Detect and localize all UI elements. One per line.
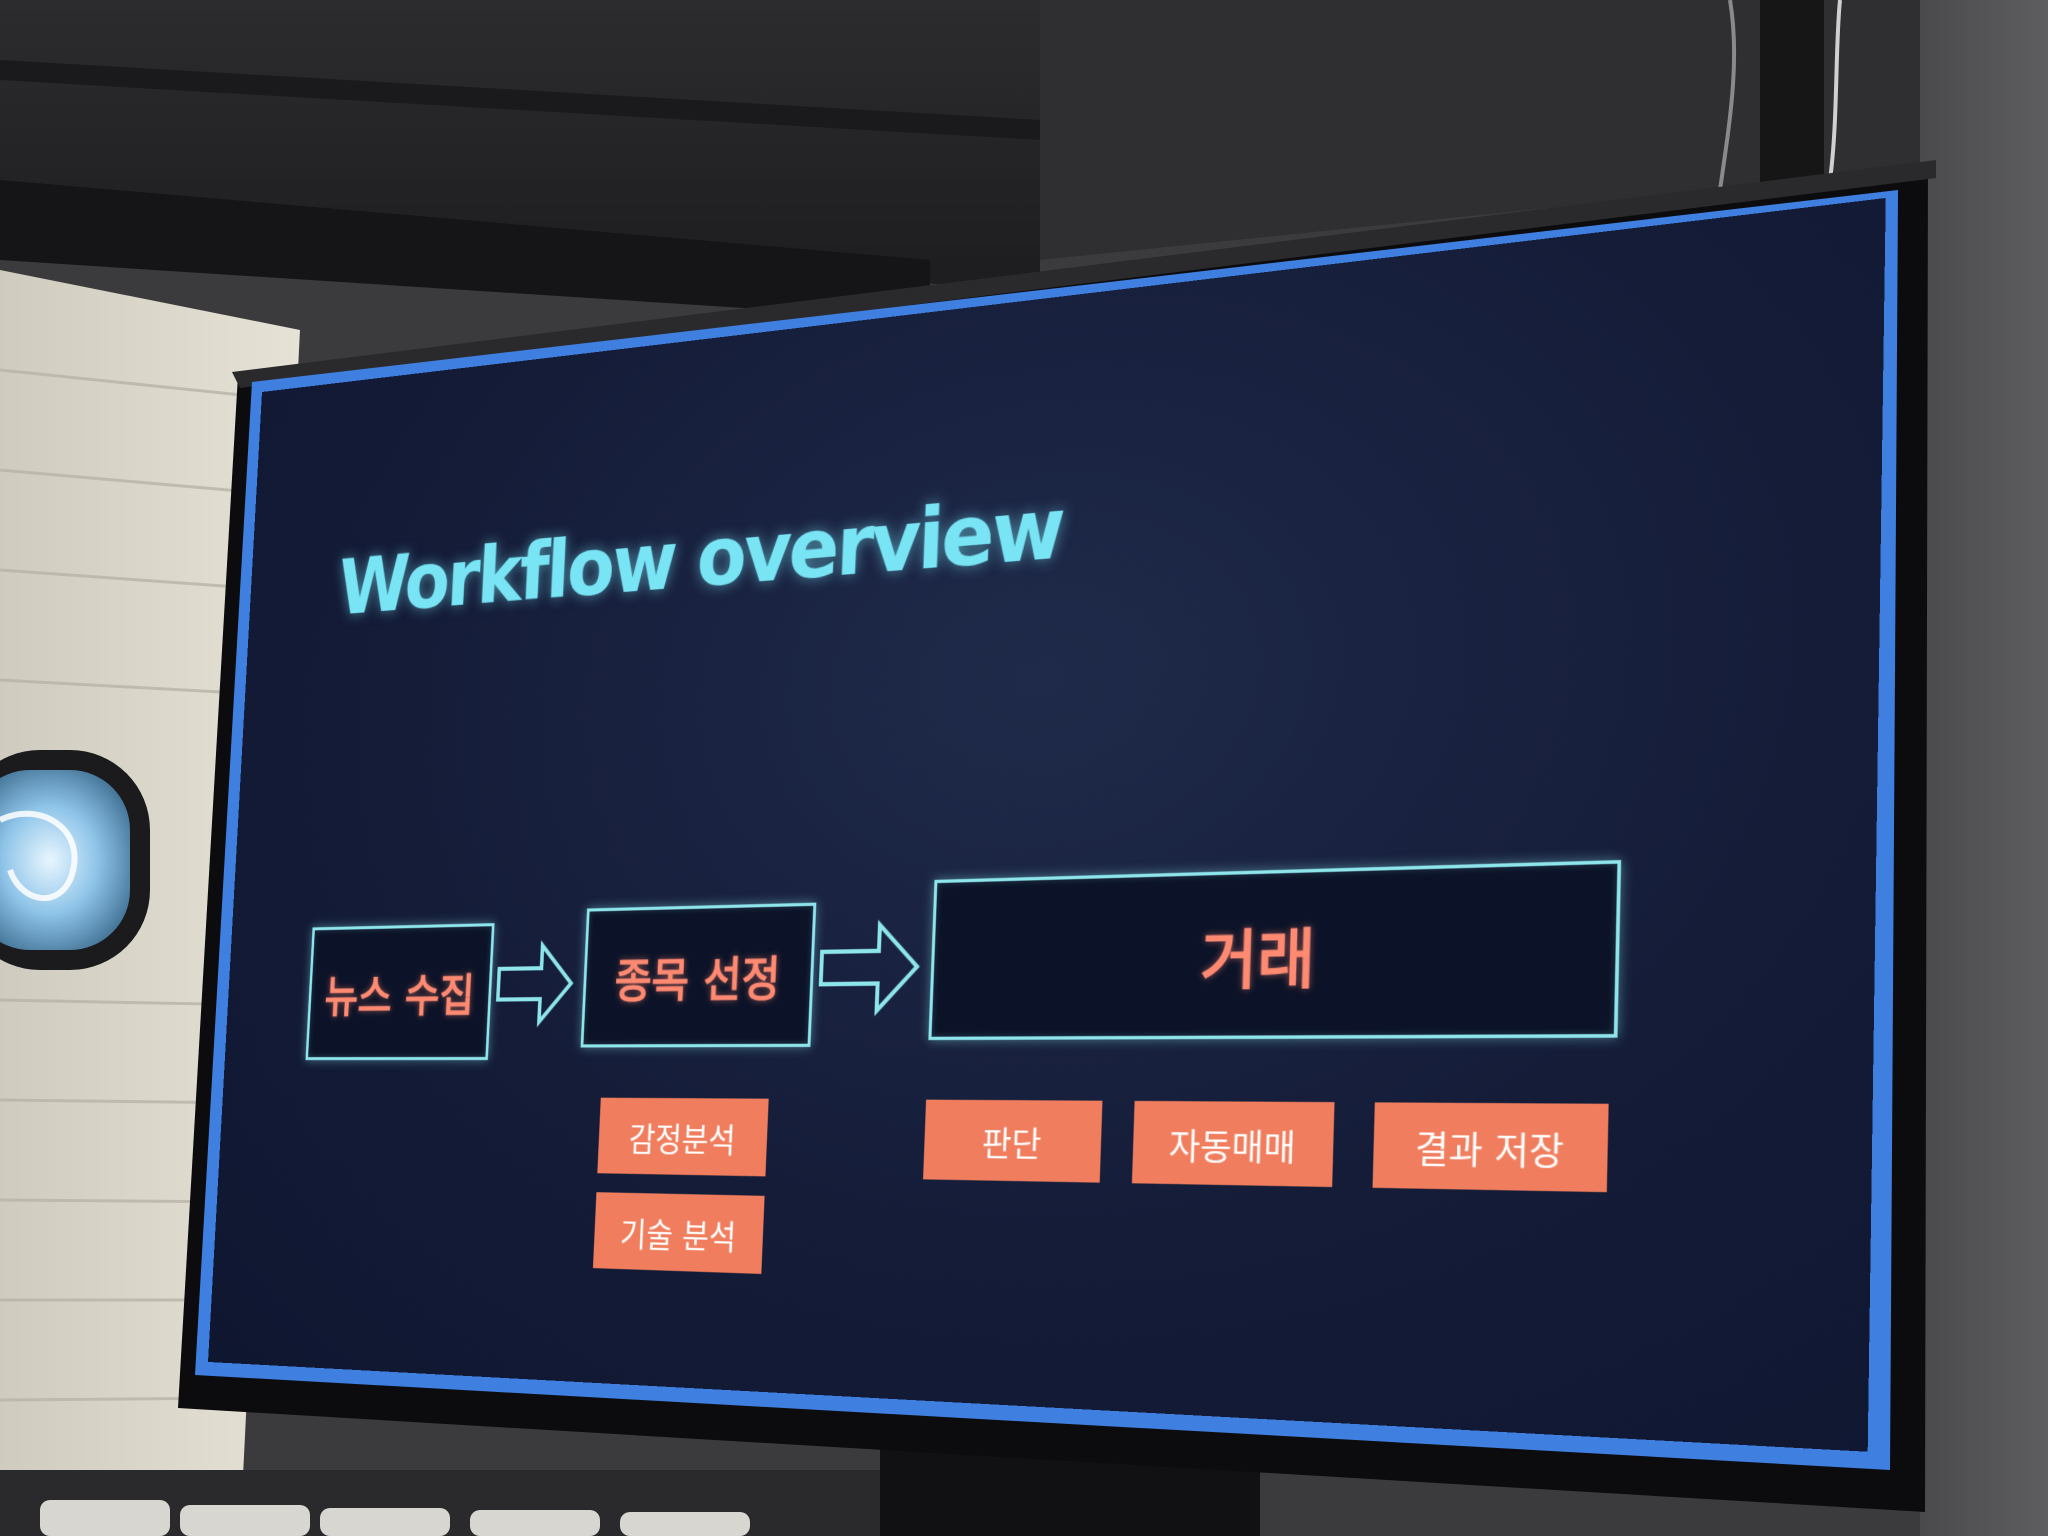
screen-edge xyxy=(195,190,1898,1470)
right-wall xyxy=(1920,0,2048,1536)
monitor-pole xyxy=(1760,0,1824,190)
